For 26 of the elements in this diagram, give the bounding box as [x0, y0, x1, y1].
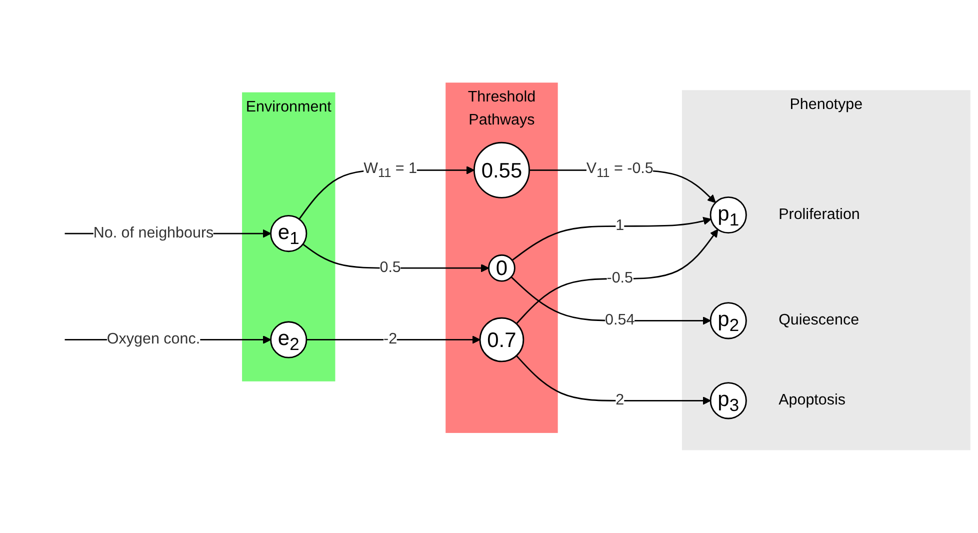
node-circle: p$_{3}$ [710, 382, 747, 420]
edge-label: W$_{11}$ = 1 [364, 160, 418, 180]
arrow [302, 244, 490, 272]
arrow [516, 229, 718, 324]
arrow [306, 336, 480, 344]
edge-label: -2 [384, 331, 398, 348]
node-circle: e$_{1}$ [270, 215, 308, 252]
edge-label: Oxygen conc. [106, 331, 200, 348]
edge-label: 2 [616, 392, 624, 408]
node-circle: e$_{2}$ [270, 321, 308, 358]
node-label: Apoptosis [778, 392, 846, 408]
edge-label: 1 [616, 218, 624, 234]
edge-label: 0.5 [380, 260, 401, 276]
arrow [516, 355, 711, 405]
edge-label: -0.5 [606, 270, 634, 286]
node-label: Proliferation [778, 206, 860, 223]
node-label: Quiescence [778, 312, 860, 328]
node-circle: p$_{2}$ [710, 302, 747, 340]
edge-label: V$_{11}$ = -0.5 [586, 160, 654, 180]
edge-label: 0.54 [605, 312, 635, 328]
edge-label: No. of neighbours [93, 225, 214, 242]
arrow [512, 216, 712, 261]
node-circle: 0.55 [473, 142, 530, 198]
node-circle: 0 [488, 254, 516, 282]
node-circle: p$_{1}$ [710, 196, 747, 234]
node-circle: 0.7 [479, 317, 524, 362]
